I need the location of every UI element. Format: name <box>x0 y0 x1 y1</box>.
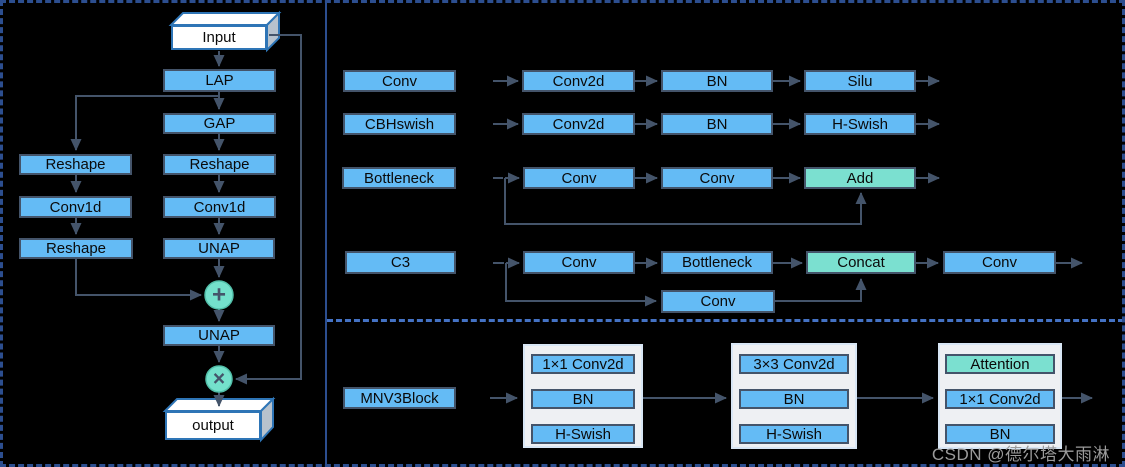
conv1d-left-box: Conv1d <box>19 196 132 218</box>
input-label: Input <box>202 29 236 46</box>
legend-label-cbhswish: CBHswish <box>343 113 456 135</box>
mnv3-g3-bn: BN <box>945 424 1055 444</box>
cbhswish-stage-bn: BN <box>661 113 773 135</box>
mnv3-g1-conv2d: 1×1 Conv2d <box>531 354 635 374</box>
legend-label-bottleneck: Bottleneck <box>342 167 456 189</box>
elementwise-multiply-icon: × <box>213 368 225 391</box>
elementwise-add-node <box>204 280 234 310</box>
c3-branch-conv: Conv <box>661 290 775 313</box>
unap-box-1: UNAP <box>163 238 275 259</box>
cbhswish-stage-hswish: H-Swish <box>804 113 916 135</box>
output-label: output <box>192 417 234 434</box>
mnv3-g2-conv2d: 3×3 Conv2d <box>739 354 849 374</box>
legend-label-c3: C3 <box>345 251 456 274</box>
output-node: output <box>165 411 261 440</box>
reshape-right-box: Reshape <box>163 154 276 175</box>
conv-stage-silu: Silu <box>804 70 916 92</box>
mnv3-g2-hswish: H-Swish <box>739 424 849 444</box>
mnv3-g3-attention: Attention <box>945 354 1055 374</box>
conv-stage-conv2d: Conv2d <box>522 70 635 92</box>
mnv3-g1-hswish: H-Swish <box>531 424 635 444</box>
lap-box: LAP <box>163 69 276 92</box>
legend-label-conv: Conv <box>343 70 456 92</box>
bottleneck-stage-conv-2: Conv <box>661 167 773 189</box>
elementwise-add-icon: + <box>212 282 226 309</box>
mnv3-g3-conv2d: 1×1 Conv2d <box>945 389 1055 409</box>
bottleneck-stage-add: Add <box>804 167 916 189</box>
gap-box: GAP <box>163 113 276 134</box>
input-node: Input <box>171 25 267 50</box>
mnv3-g1-bn: BN <box>531 389 635 409</box>
conv-stage-bn: BN <box>661 70 773 92</box>
bottleneck-stage-conv-1: Conv <box>523 167 635 189</box>
c3-stage-conv-out: Conv <box>943 251 1056 274</box>
cbhswish-stage-conv2d: Conv2d <box>522 113 635 135</box>
c3-stage-conv-1: Conv <box>523 251 635 274</box>
panel-separator-horizontal <box>327 319 1122 322</box>
reshape-left-box-2: Reshape <box>19 238 133 259</box>
legend-label-mnv3block: MNV3Block <box>343 387 456 409</box>
mnv3-g2-bn: BN <box>739 389 849 409</box>
watermark: CSDN @德尔塔大雨淋 <box>931 445 1110 464</box>
reshape-left-box-1: Reshape <box>19 154 132 175</box>
conv1d-right-box: Conv1d <box>163 196 276 218</box>
legend-row-connectors <box>493 75 1083 307</box>
input-3d-box-faces <box>168 10 282 53</box>
unap-box-2: UNAP <box>163 325 275 346</box>
c3-stage-concat: Concat <box>806 251 916 274</box>
panel-separator-vertical <box>325 3 327 464</box>
connector-lines: + × <box>70 10 1093 443</box>
left-flow-connectors <box>70 34 302 407</box>
elementwise-multiply-node <box>205 365 233 393</box>
c3-stage-bottleneck: Bottleneck <box>661 251 773 274</box>
